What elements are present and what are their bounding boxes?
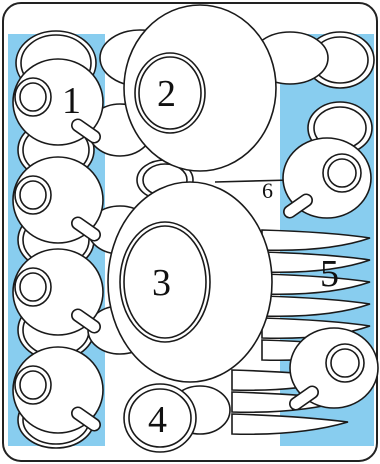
- label-4: 4: [148, 399, 167, 441]
- cup-left-1: [12, 58, 104, 146]
- label-3: 3: [152, 262, 171, 304]
- cup-left-4: [12, 346, 104, 434]
- bowl-4: [123, 383, 197, 453]
- label-5: 5: [320, 253, 339, 295]
- cup-left-3: [12, 248, 104, 336]
- label-1: 1: [62, 80, 81, 122]
- label-2: 2: [157, 73, 176, 115]
- cup-left-2: [12, 156, 104, 244]
- saucer-stack: [231, 229, 371, 436]
- cup-right-upper: [282, 137, 372, 219]
- plate-2: [123, 4, 277, 172]
- cup-right-lower: [289, 327, 379, 411]
- item-6-line: [214, 179, 293, 183]
- label-6: 6: [262, 178, 273, 203]
- plate-3: [107, 181, 273, 383]
